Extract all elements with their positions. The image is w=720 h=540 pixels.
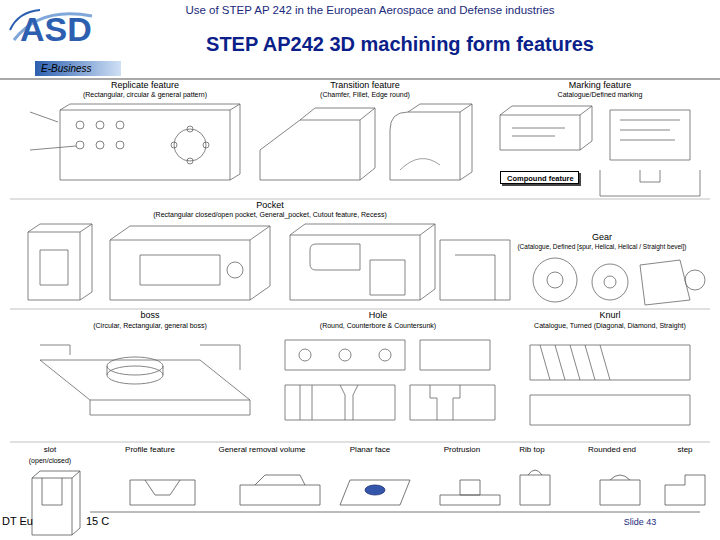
logo-band: E-Business bbox=[35, 61, 121, 76]
feature-label: Protrusion bbox=[444, 445, 480, 454]
feature-label: General removal volume bbox=[217, 445, 307, 454]
feature-label: Profile feature bbox=[125, 445, 175, 454]
feature-label: (Catalogue, Defined [spur, Helical, Heli… bbox=[517, 243, 686, 250]
feature-label: Catalogue, Turned (Diagonal, Diamond, St… bbox=[534, 322, 686, 330]
footer-line bbox=[90, 512, 700, 513]
feature-label: (Chamfer, Fillet, Edge round) bbox=[320, 91, 410, 99]
slide-header: Use of STEP AP 242 in the European Aeros… bbox=[185, 4, 554, 17]
feature-label: (Circular, Rectangular, general boss) bbox=[93, 322, 207, 330]
slide-title: STEP AP242 3D machining form features bbox=[206, 33, 594, 56]
footer-text: Slide 43 bbox=[624, 517, 657, 527]
feature-label: Pocket bbox=[256, 200, 284, 210]
compound-feature-box: Compound feature bbox=[500, 171, 579, 184]
logo-text: ASD bbox=[20, 10, 92, 49]
feature-label: step bbox=[677, 445, 692, 454]
separator-line bbox=[10, 309, 710, 310]
footer-text: 15 C bbox=[86, 515, 109, 528]
separator-line bbox=[10, 199, 710, 200]
feature-label: slot bbox=[44, 445, 56, 454]
feature-icons bbox=[32, 470, 705, 535]
node-text: Compound feature bbox=[507, 174, 572, 183]
feature-label: Transition feature bbox=[330, 80, 400, 90]
feature-label: Planar face bbox=[350, 445, 390, 454]
feature-label: Replicate feature bbox=[111, 80, 179, 90]
feature-sketches bbox=[28, 104, 705, 425]
feature-label: Knurl bbox=[599, 310, 620, 320]
feature-label: Catalogue/Defined marking bbox=[558, 91, 643, 99]
feature-label: Gear bbox=[592, 232, 612, 242]
separator-line bbox=[0, 79, 720, 80]
feature-label: boss bbox=[140, 310, 159, 320]
feature-label: (Rectangular closed/open pocket, General… bbox=[153, 211, 386, 219]
feature-label: (open/closed) bbox=[29, 457, 71, 465]
feature-label: (Rectangular, circular & general pattern… bbox=[83, 91, 207, 99]
feature-label: Rounded end bbox=[588, 445, 636, 454]
feature-label: Hole bbox=[369, 310, 388, 320]
feature-label: (Round, Counterbore & Countersunk) bbox=[320, 322, 436, 330]
feature-label: Rib top bbox=[519, 445, 544, 454]
node-text: E-Business bbox=[41, 63, 115, 74]
separator-line bbox=[10, 442, 710, 443]
footer-text: DT Eu bbox=[2, 515, 33, 528]
feature-label: Marking feature bbox=[569, 80, 632, 90]
